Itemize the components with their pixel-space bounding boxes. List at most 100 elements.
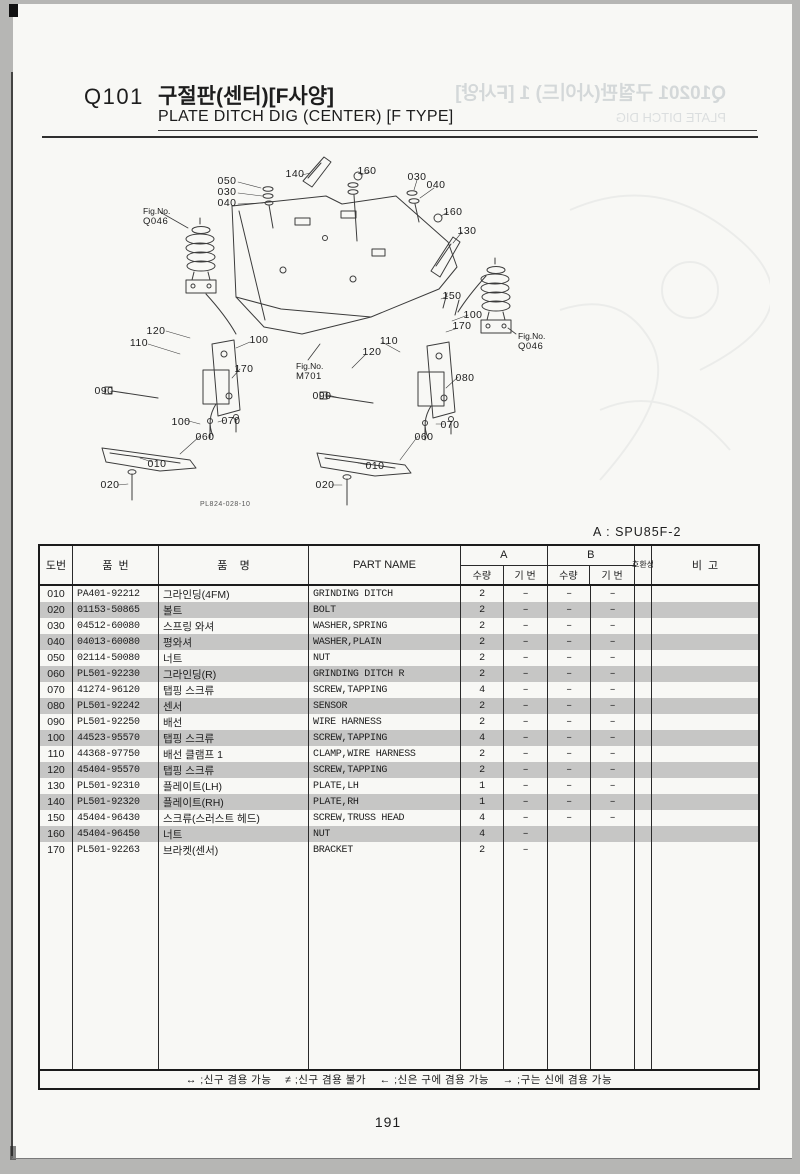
cell-part-name: GRINDING DITCH R — [309, 666, 461, 682]
drawing-reference: PL824-028-10 — [200, 501, 251, 508]
callout-070: 070 — [440, 419, 460, 431]
cell-part-name: NUT — [309, 826, 461, 842]
cell-b-qty: – — [548, 650, 591, 666]
cell-a-serial: – — [504, 746, 548, 762]
cell-b-qty: – — [548, 810, 591, 826]
callout-140: 140 — [285, 168, 305, 180]
cell-no: 010 — [40, 586, 73, 602]
cell-a-qty: 2 — [461, 842, 504, 858]
cell-part-no: PL501-92310 — [73, 778, 159, 794]
cell-b-qty: – — [548, 746, 591, 762]
cell-a-serial: – — [504, 794, 548, 810]
cell-name-kr: 평와셔 — [159, 634, 309, 650]
callout-010: 010 — [365, 460, 385, 472]
cell-a-serial: – — [504, 778, 548, 794]
cell-a-qty: 1 — [461, 778, 504, 794]
cell-a-qty: 4 — [461, 826, 504, 842]
callout-160: 160 — [357, 165, 377, 177]
cell-no: 110 — [40, 746, 73, 762]
cell-note — [652, 698, 758, 714]
cell-note — [652, 650, 758, 666]
cell-part-name: SCREW,TAPPING — [309, 762, 461, 778]
cell-b-serial: – — [591, 666, 635, 682]
cell-a-serial: – — [504, 650, 548, 666]
cell-no: 030 — [40, 618, 73, 634]
cell-note — [652, 810, 758, 826]
cell-part-no: 45404-95570 — [73, 762, 159, 778]
cell-a-serial: – — [504, 714, 548, 730]
cell-compat — [635, 826, 652, 842]
cell-b-serial: – — [591, 714, 635, 730]
callout-030: 030 — [407, 171, 427, 183]
col-header-group-a: A — [461, 546, 548, 565]
scan-artifact-top-left — [9, 4, 18, 17]
callout-080: 080 — [455, 372, 475, 384]
fig-no-label-Q046: Fig.No.Q046 — [518, 331, 546, 353]
cell-no: 090 — [40, 714, 73, 730]
cell-b-serial: – — [591, 618, 635, 634]
cell-note — [652, 842, 758, 858]
cell-compat — [635, 730, 652, 746]
cell-part-name: NUT — [309, 650, 461, 666]
callout-170: 170 — [452, 320, 472, 332]
callout-110: 110 — [379, 335, 399, 347]
page-title-korean: 구절판(센터)[F사양] — [158, 85, 335, 108]
cell-compat — [635, 762, 652, 778]
callout-060: 060 — [414, 431, 434, 443]
callout-050: 050 — [217, 175, 237, 187]
page-title-english: PLATE DITCH DIG (CENTER) [F TYPE] — [158, 108, 454, 125]
cell-note — [652, 778, 758, 794]
binding-spine-line — [11, 72, 13, 1156]
callout-100: 100 — [463, 309, 483, 321]
cell-no: 150 — [40, 810, 73, 826]
cell-part-no: 04013-60080 — [73, 634, 159, 650]
cell-compat — [635, 586, 652, 602]
cell-part-no: 44523-95570 — [73, 730, 159, 746]
title-underline — [158, 130, 757, 131]
cell-no: 130 — [40, 778, 73, 794]
cell-b-qty: – — [548, 602, 591, 618]
cell-a-serial: – — [504, 634, 548, 650]
cell-b-serial: – — [591, 602, 635, 618]
callout-070: 070 — [221, 415, 241, 427]
cell-compat — [635, 634, 652, 650]
cell-name-kr: 그라인딩(R) — [159, 666, 309, 682]
cell-no: 080 — [40, 698, 73, 714]
cell-a-qty: 4 — [461, 682, 504, 698]
variant-note: A : SPU85F-2 — [593, 525, 682, 539]
cell-part-no: PA401-92212 — [73, 586, 159, 602]
cell-name-kr: 브라켓(센서) — [159, 842, 309, 858]
cell-compat — [635, 746, 652, 762]
cell-part-no: 04512-60080 — [73, 618, 159, 634]
callout-030: 030 — [217, 186, 237, 198]
cell-a-qty: 2 — [461, 650, 504, 666]
cell-b-serial — [591, 826, 635, 842]
callout-170: 170 — [234, 363, 254, 375]
page-number: 191 — [374, 1114, 402, 1130]
cell-compat — [635, 778, 652, 794]
cell-a-serial: – — [504, 602, 548, 618]
cell-a-serial: – — [504, 586, 548, 602]
fig-no-label-M701: Fig.No.M701 — [296, 361, 324, 383]
callout-150: 150 — [442, 290, 462, 302]
cell-a-serial: – — [504, 618, 548, 634]
cell-a-qty: 4 — [461, 730, 504, 746]
col-header-a-serial: 기 번 — [504, 565, 548, 584]
cell-compat — [635, 666, 652, 682]
cell-note — [652, 602, 758, 618]
cell-part-name: SENSOR — [309, 698, 461, 714]
callout-040: 040 — [217, 197, 237, 209]
cell-part-no: 02114-50080 — [73, 650, 159, 666]
cell-no: 020 — [40, 602, 73, 618]
cell-part-name: SCREW,TAPPING — [309, 730, 461, 746]
